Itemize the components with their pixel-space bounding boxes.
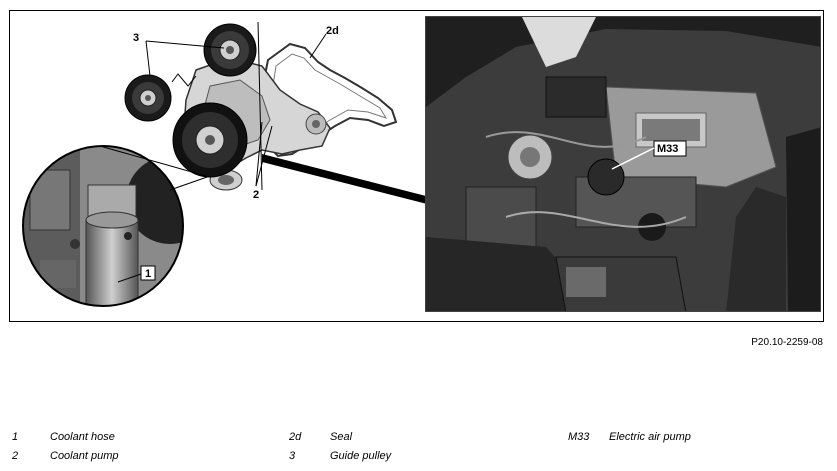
- coolant-pump-pulley: [172, 102, 248, 178]
- callout-3: 3: [133, 32, 139, 44]
- callout-2: 2: [253, 189, 259, 201]
- coolant-pump-drawing: 3 2d 2 1: [22, 21, 398, 307]
- callout-2d: 2d: [326, 25, 339, 37]
- coolant-hose-detail: [23, 146, 183, 306]
- guide-pulley-upper: [203, 23, 257, 77]
- callout-m33: M33: [657, 143, 678, 155]
- callout-1: 1: [145, 268, 151, 280]
- guide-pulley-left: [124, 74, 172, 122]
- engine-bay-photo: M33: [425, 16, 821, 312]
- figure-reference: P20.10-2259-08: [751, 337, 823, 348]
